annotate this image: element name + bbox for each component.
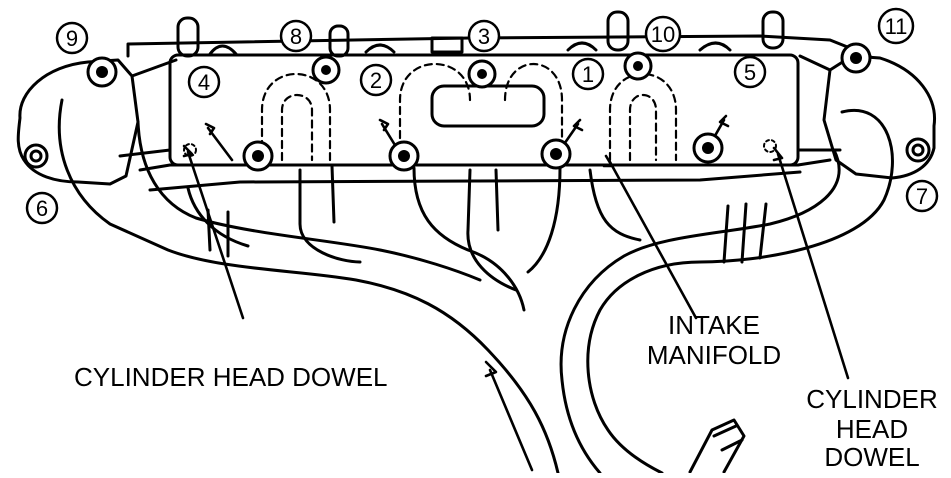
label-cylinder: CYLINDER xyxy=(806,384,937,414)
svg-text:4: 4 xyxy=(198,70,210,95)
pointer-arrows xyxy=(182,114,850,472)
svg-text:5: 5 xyxy=(744,60,756,85)
sequence-number-10: 10 xyxy=(644,15,682,53)
label-head: HEAD xyxy=(836,414,908,444)
callout-labels: CYLINDER HEAD DOWEL INTAKE MANIFOLD CYLI… xyxy=(74,310,938,472)
sequence-numbers: 9 8 3 10 11 4 2 1 xyxy=(25,7,939,225)
exhaust-runners xyxy=(57,98,894,475)
label-dowel: DOWEL xyxy=(824,442,919,472)
engine-top-parts xyxy=(126,10,872,58)
sequence-number-7: 7 xyxy=(905,179,939,213)
svg-text:9: 9 xyxy=(66,26,78,51)
svg-text:8: 8 xyxy=(290,24,302,49)
svg-text:10: 10 xyxy=(651,22,675,47)
svg-text:1: 1 xyxy=(582,62,594,87)
bolt-heads xyxy=(86,42,872,172)
right-flange xyxy=(798,54,936,180)
svg-text:2: 2 xyxy=(370,68,382,93)
svg-text:11: 11 xyxy=(885,14,908,39)
label-intake: INTAKE xyxy=(668,310,760,340)
center-slot xyxy=(430,84,546,128)
svg-text:3: 3 xyxy=(478,24,490,49)
sequence-number-1: 1 xyxy=(571,57,605,91)
sequence-number-8: 8 xyxy=(279,19,313,53)
sequence-number-4: 4 xyxy=(187,65,221,99)
label-cylinder-head-dowel-left: CYLINDER HEAD DOWEL xyxy=(74,362,388,392)
sequence-number-6: 6 xyxy=(25,191,59,225)
svg-text:7: 7 xyxy=(916,184,928,209)
svg-text:6: 6 xyxy=(36,196,48,221)
port-outlines xyxy=(260,63,678,164)
sequence-number-3: 3 xyxy=(467,19,501,53)
sequence-number-9: 9 xyxy=(55,21,89,55)
sequence-number-2: 2 xyxy=(359,63,393,97)
sequence-number-5: 5 xyxy=(733,55,767,89)
oxygen-sensor xyxy=(688,418,746,474)
sequence-number-11: 11 xyxy=(877,7,915,45)
label-manifold: MANIFOLD xyxy=(647,340,781,370)
